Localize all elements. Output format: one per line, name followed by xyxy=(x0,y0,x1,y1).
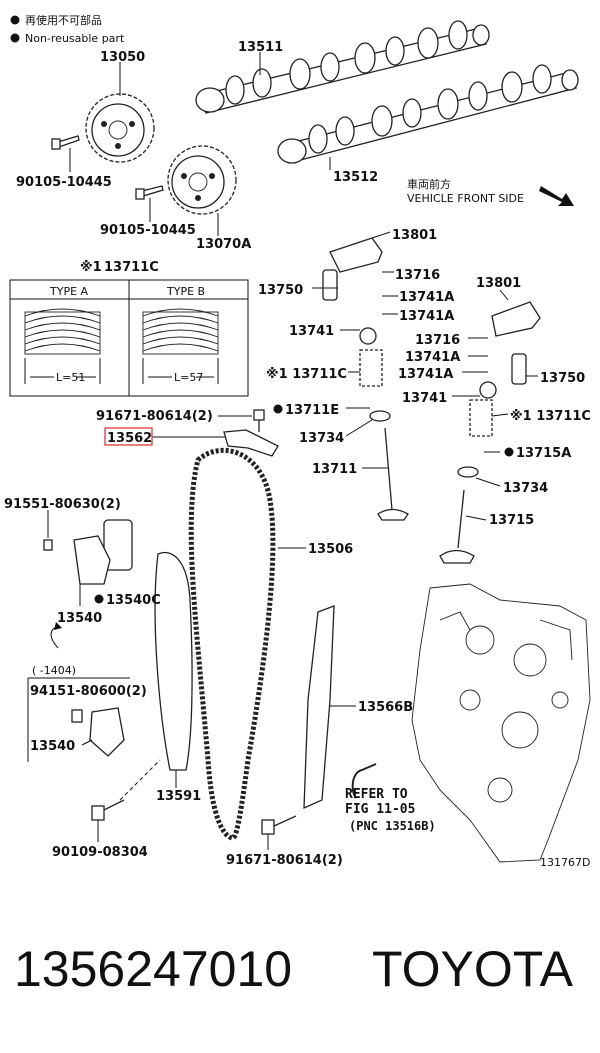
legend-bullet xyxy=(10,15,20,25)
oil-jet-icon xyxy=(351,763,377,799)
label-13540-b: 13540 xyxy=(30,739,75,754)
spring-type-table: ※1 13711C TYPE A TYPE B L=51 L=57 xyxy=(9,260,249,397)
label-13716-a: 13716 xyxy=(395,268,440,283)
label-13711c-b: ※1 13711C xyxy=(510,409,591,424)
label-13801-b: 13801 xyxy=(476,276,521,291)
label-91551: 91551-80630(2) xyxy=(4,497,121,512)
label-94151: 94151-80600(2) xyxy=(30,684,147,699)
label-91671-b: 91671-80614(2) xyxy=(226,853,343,868)
length-b: L=57 xyxy=(174,371,203,384)
label-13741a-c: 13741A xyxy=(405,350,460,365)
front-arrow-icon xyxy=(539,186,574,206)
highlight-box xyxy=(104,427,153,446)
label-13050: 13050 xyxy=(100,50,145,65)
label-13711: 13711 xyxy=(312,462,357,477)
bolt-90105-a xyxy=(51,135,80,150)
camshaft-13511 xyxy=(195,20,490,114)
label-13715: 13715 xyxy=(489,513,534,528)
seal-13734-b xyxy=(457,466,479,478)
label-13741a-d: 13741A xyxy=(398,367,453,382)
label-13711e: 13711E xyxy=(285,403,339,418)
label-13801-a: 13801 xyxy=(392,228,437,243)
label-13562: 13562 xyxy=(107,431,152,446)
engine-block xyxy=(411,583,591,863)
table-part: 13711C xyxy=(104,260,159,275)
lash-adjuster-13750-b xyxy=(511,353,527,385)
table-ref-mark: ※1 xyxy=(80,260,102,275)
figure-number: 131767D xyxy=(540,856,590,869)
label-13716-b: 13716 xyxy=(415,333,460,348)
label-13511: 13511 xyxy=(238,40,283,55)
valve-13711 xyxy=(377,427,409,521)
cam-sprocket-13070a xyxy=(167,145,237,215)
non-reusable-mark xyxy=(94,594,104,604)
part-number: 1356247010 xyxy=(14,941,293,997)
refer-line-3: (PNC 13516B) xyxy=(349,819,436,833)
label-13506: 13506 xyxy=(308,542,353,557)
label-13750-a: 13750 xyxy=(258,283,303,298)
label-90109: 90109-08304 xyxy=(52,845,148,860)
type-a-header: TYPE A xyxy=(49,285,89,298)
diagram-canvas: 再使用不可部品 Non-reusable part xyxy=(4,13,591,869)
bolt-91671-a xyxy=(253,409,265,432)
label-13715a: 13715A xyxy=(516,446,571,461)
legend-reuse-en: Non-reusable part xyxy=(25,32,125,45)
refer-line-1: REFER TO xyxy=(345,787,408,802)
cam-sprocket-13050 xyxy=(85,93,155,163)
refer-line-2: FIG 11-05 xyxy=(345,802,415,817)
label-13540-a: 13540 xyxy=(57,611,102,626)
rocker-arm-13801-b xyxy=(491,301,541,337)
bolt-90109 xyxy=(91,799,125,821)
label-13741-a: 13741 xyxy=(289,324,334,339)
bolt-90105-b xyxy=(135,185,164,200)
label-variant-period: ( -1404) xyxy=(32,664,76,677)
bolt-91671-b xyxy=(261,815,297,835)
chain-tensioner-13540-alt xyxy=(71,707,125,757)
label-13711c-a: ※1 13711C xyxy=(266,367,347,382)
label-13512: 13512 xyxy=(333,170,378,185)
chain-tensioner-13540 xyxy=(43,519,133,585)
camshaft-13512 xyxy=(277,64,579,164)
seal-13734-a xyxy=(369,410,391,422)
type-b-header: TYPE B xyxy=(166,285,205,298)
lash-adjuster-13750-a xyxy=(322,269,338,301)
valve-spring-13711c-a xyxy=(359,349,383,387)
rocker-arm-13801-a xyxy=(329,237,383,273)
product-caption: 1356247010 TOYOTA xyxy=(0,940,600,1010)
valve-13715 xyxy=(439,489,475,564)
non-reusable-mark xyxy=(273,404,283,414)
label-13566b: 13566B xyxy=(358,700,413,715)
chain-damper-13566b xyxy=(303,605,335,810)
label-90105-b: 90105-10445 xyxy=(100,223,196,238)
label-13750-b: 13750 xyxy=(540,371,585,386)
label-13734-a: 13734 xyxy=(299,431,344,446)
label-13734-b: 13734 xyxy=(503,481,548,496)
label-13741a-b: 13741A xyxy=(399,309,454,324)
chain-slipper-13591 xyxy=(154,552,193,771)
label-90105-a: 90105-10445 xyxy=(16,175,112,190)
retainer-13741-b xyxy=(479,381,497,399)
valve-spring-13711c-b xyxy=(469,399,493,437)
direction-en: VEHICLE FRONT SIDE xyxy=(407,192,524,205)
retainer-13741-a xyxy=(359,327,377,345)
legend-bullet xyxy=(10,33,20,43)
brand-name: TOYOTA xyxy=(372,941,573,997)
chain-tensioner-13562 xyxy=(223,429,279,457)
legend-reuse-jp: 再使用不可部品 xyxy=(25,13,102,27)
label-13540c: 13540C xyxy=(106,593,161,608)
direction-jp: 車両前方 xyxy=(407,177,451,191)
non-reusable-mark xyxy=(504,447,514,457)
timing-chain-13506 xyxy=(188,447,276,841)
label-13591: 13591 xyxy=(156,789,201,804)
label-13070a: 13070A xyxy=(196,237,251,252)
label-13741-b: 13741 xyxy=(402,391,447,406)
length-a: L=51 xyxy=(56,371,85,384)
label-91671-a: 91671-80614(2) xyxy=(96,409,213,424)
label-13741a-a: 13741A xyxy=(399,290,454,305)
